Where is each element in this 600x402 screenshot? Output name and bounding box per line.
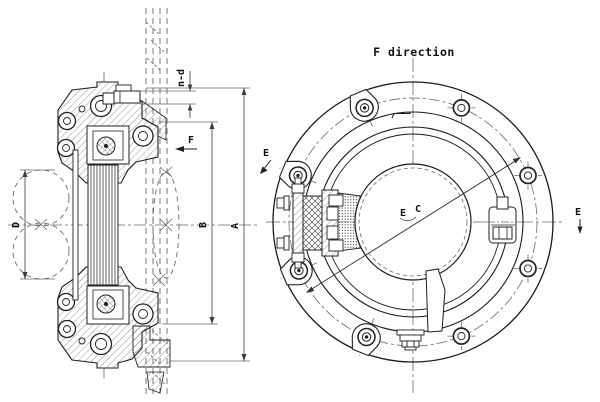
outer-flange-circle xyxy=(272,81,554,363)
section-arrow-E-right: E xyxy=(575,207,583,234)
front-view: E C E E F direction xyxy=(260,45,583,393)
dim-label-D: D xyxy=(11,222,22,228)
lug-bolt-bottom-left xyxy=(345,312,388,362)
dim-label-A: A xyxy=(230,223,241,229)
adjusting-wedge xyxy=(425,268,446,333)
view-label-F: F xyxy=(188,135,194,146)
section-label-E-left: E xyxy=(263,148,269,159)
bolt-hole-bottom-right xyxy=(446,321,477,351)
dimension-n-d xyxy=(140,71,196,118)
center-bore-circle xyxy=(354,163,472,281)
center-label-E: E xyxy=(400,208,406,219)
center-leader-arc xyxy=(399,216,417,222)
lug-bolt-top-left xyxy=(343,83,387,133)
locating-notch xyxy=(391,111,411,119)
release-lever-assembly xyxy=(276,177,362,269)
dim-label-B: B xyxy=(198,222,209,228)
view-direction-F: F xyxy=(175,135,197,152)
housing-bottom-block xyxy=(56,266,171,394)
ring-gear-phantom xyxy=(152,166,180,287)
center-label-C: C xyxy=(415,204,421,215)
lever-travel-phantom-circles xyxy=(12,169,70,280)
section-label-E-right: E xyxy=(575,207,581,218)
bottom-hex-bolt xyxy=(396,329,425,351)
mounting-bolt xyxy=(102,84,141,105)
housing-top-block xyxy=(56,81,167,184)
dimension-A xyxy=(146,87,250,362)
bolt-hole-right-upper xyxy=(513,160,543,191)
section-view: D B A n-d xyxy=(8,8,258,397)
bolt-hole-top-right xyxy=(446,93,477,123)
center-bore-phantom xyxy=(358,167,468,277)
dim-label-n-d: n-d xyxy=(176,69,187,87)
front-view-title: F direction xyxy=(373,45,455,59)
splined-hub xyxy=(72,149,119,301)
right-adjuster-bolt xyxy=(487,196,519,244)
section-cut-line xyxy=(306,157,521,293)
section-arrow-E-left: E xyxy=(260,148,272,174)
bolt-hole-right-lower xyxy=(513,253,543,284)
dimension-D xyxy=(20,169,55,280)
dimension-B xyxy=(158,121,218,325)
